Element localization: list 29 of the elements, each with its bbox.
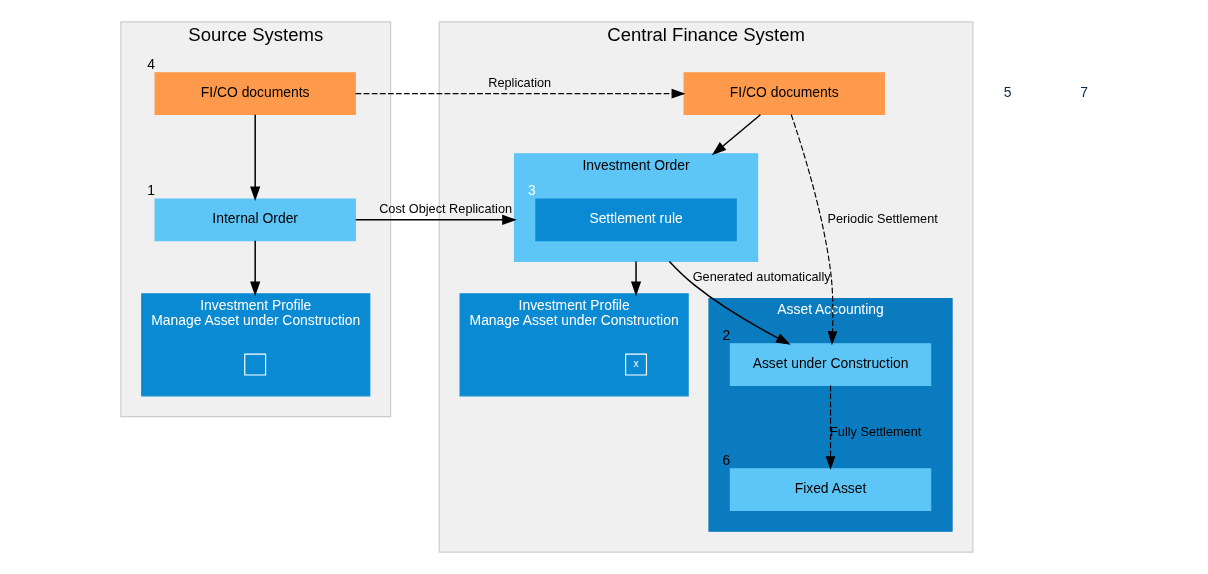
node-label: 3 xyxy=(527,182,536,199)
arrow xyxy=(249,114,260,202)
label: 7 xyxy=(1079,84,1088,101)
arrow xyxy=(354,214,517,225)
node-box: FI/CO documents xyxy=(153,72,356,116)
arrow xyxy=(354,88,685,99)
edge-label: Periodic Settlement xyxy=(826,211,938,227)
node-label: 1 xyxy=(146,182,155,199)
edge-label: Fully Settlement xyxy=(829,424,921,440)
edge-label: Generated automatically xyxy=(692,268,831,284)
arrow xyxy=(711,114,761,156)
node-box: FI/CO documents xyxy=(683,72,885,116)
node-box: Internal Order xyxy=(153,198,356,242)
node-label: 6 xyxy=(721,451,730,468)
label: 5 xyxy=(1003,84,1012,101)
arrow xyxy=(668,260,791,345)
edge-label: Replication xyxy=(487,74,551,90)
arrow xyxy=(790,114,837,346)
arrow xyxy=(249,240,260,297)
node-box: x xyxy=(624,353,647,376)
arrow xyxy=(630,260,641,297)
node-box: Settlement rule xyxy=(534,198,737,242)
arrow xyxy=(825,384,835,471)
node-label: 4 xyxy=(146,55,155,72)
node-box: Asset under Construction xyxy=(729,343,931,386)
node-box xyxy=(243,353,266,376)
node-box: Fixed Asset xyxy=(729,468,931,511)
node-label: 2 xyxy=(721,326,730,343)
cluster: Investment Profile Manage Asset under Construction xyxy=(140,293,370,397)
